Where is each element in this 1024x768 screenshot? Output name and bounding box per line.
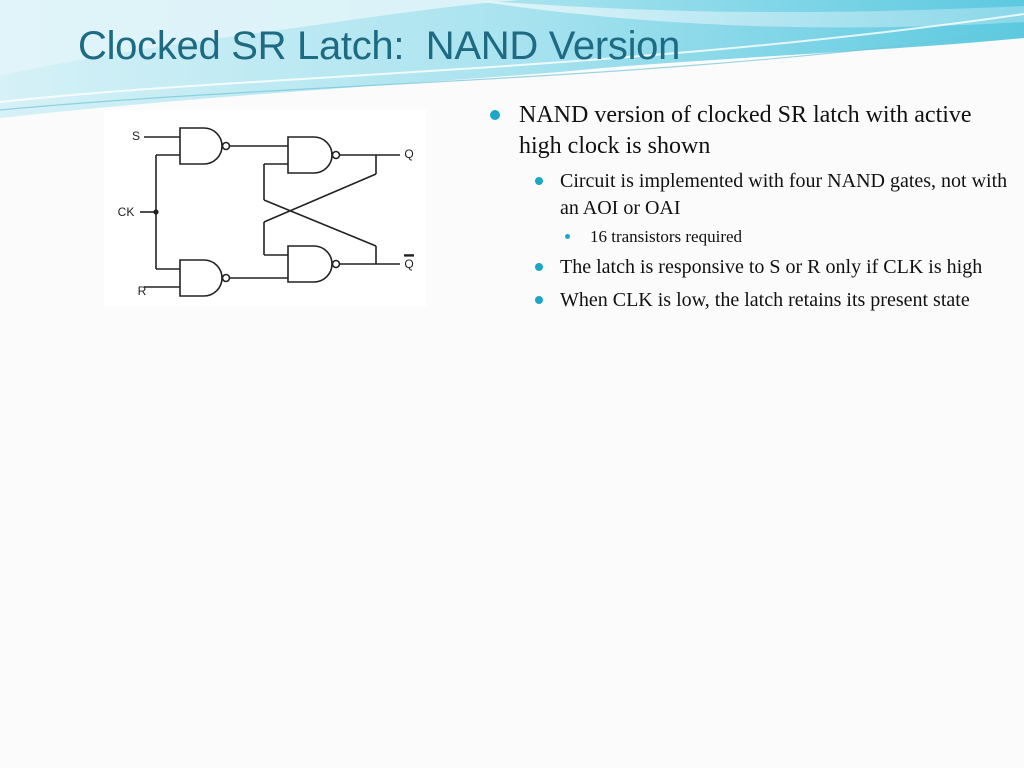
- bullet-text: When CLK is low, the latch retains its p…: [560, 289, 970, 311]
- nand-gate-input-r: [179, 259, 231, 297]
- bullet-list: NAND version of clocked SR latch with ac…: [490, 100, 1020, 314]
- bullet-dot-icon: [535, 177, 543, 185]
- label-q-bar: Q: [404, 257, 413, 271]
- slide-title: Clocked SR Latch: NAND Version: [78, 24, 681, 68]
- label-ck: CK: [118, 205, 135, 219]
- circuit-wires: [140, 136, 414, 288]
- bullet-dot-icon: [535, 296, 543, 304]
- bullet-level2: When CLK is low, the latch retains its p…: [490, 287, 1020, 314]
- label-s: S: [132, 129, 140, 143]
- bullet-level2: Circuit is implemented with four NAND ga…: [490, 168, 1020, 222]
- bullet-level3: 16 transistors required: [490, 225, 1020, 248]
- bullet-level1: NAND version of clocked SR latch with ac…: [490, 100, 1020, 162]
- label-q: Q: [404, 147, 413, 161]
- label-r: R: [138, 284, 147, 298]
- circuit-diagram: S CK R Q Q: [104, 110, 426, 306]
- bullet-dot-icon: [565, 234, 570, 239]
- bullet-level2: The latch is responsive to S or R only i…: [490, 254, 1020, 281]
- bullet-text: NAND version of clocked SR latch with ac…: [519, 102, 972, 159]
- nand-gate-latch-top: [287, 136, 341, 174]
- nand-gate-latch-bottom: [287, 245, 341, 283]
- bullet-text: The latch is responsive to S or R only i…: [560, 256, 983, 278]
- bullet-dot-icon: [490, 110, 500, 120]
- nand-gate-input-s: [179, 127, 231, 165]
- bullet-text: Circuit is implemented with four NAND ga…: [560, 170, 1008, 219]
- header-swoosh-decoration: [0, 0, 1024, 118]
- bullet-text: 16 transistors required: [590, 227, 743, 246]
- bullet-dot-icon: [535, 263, 543, 271]
